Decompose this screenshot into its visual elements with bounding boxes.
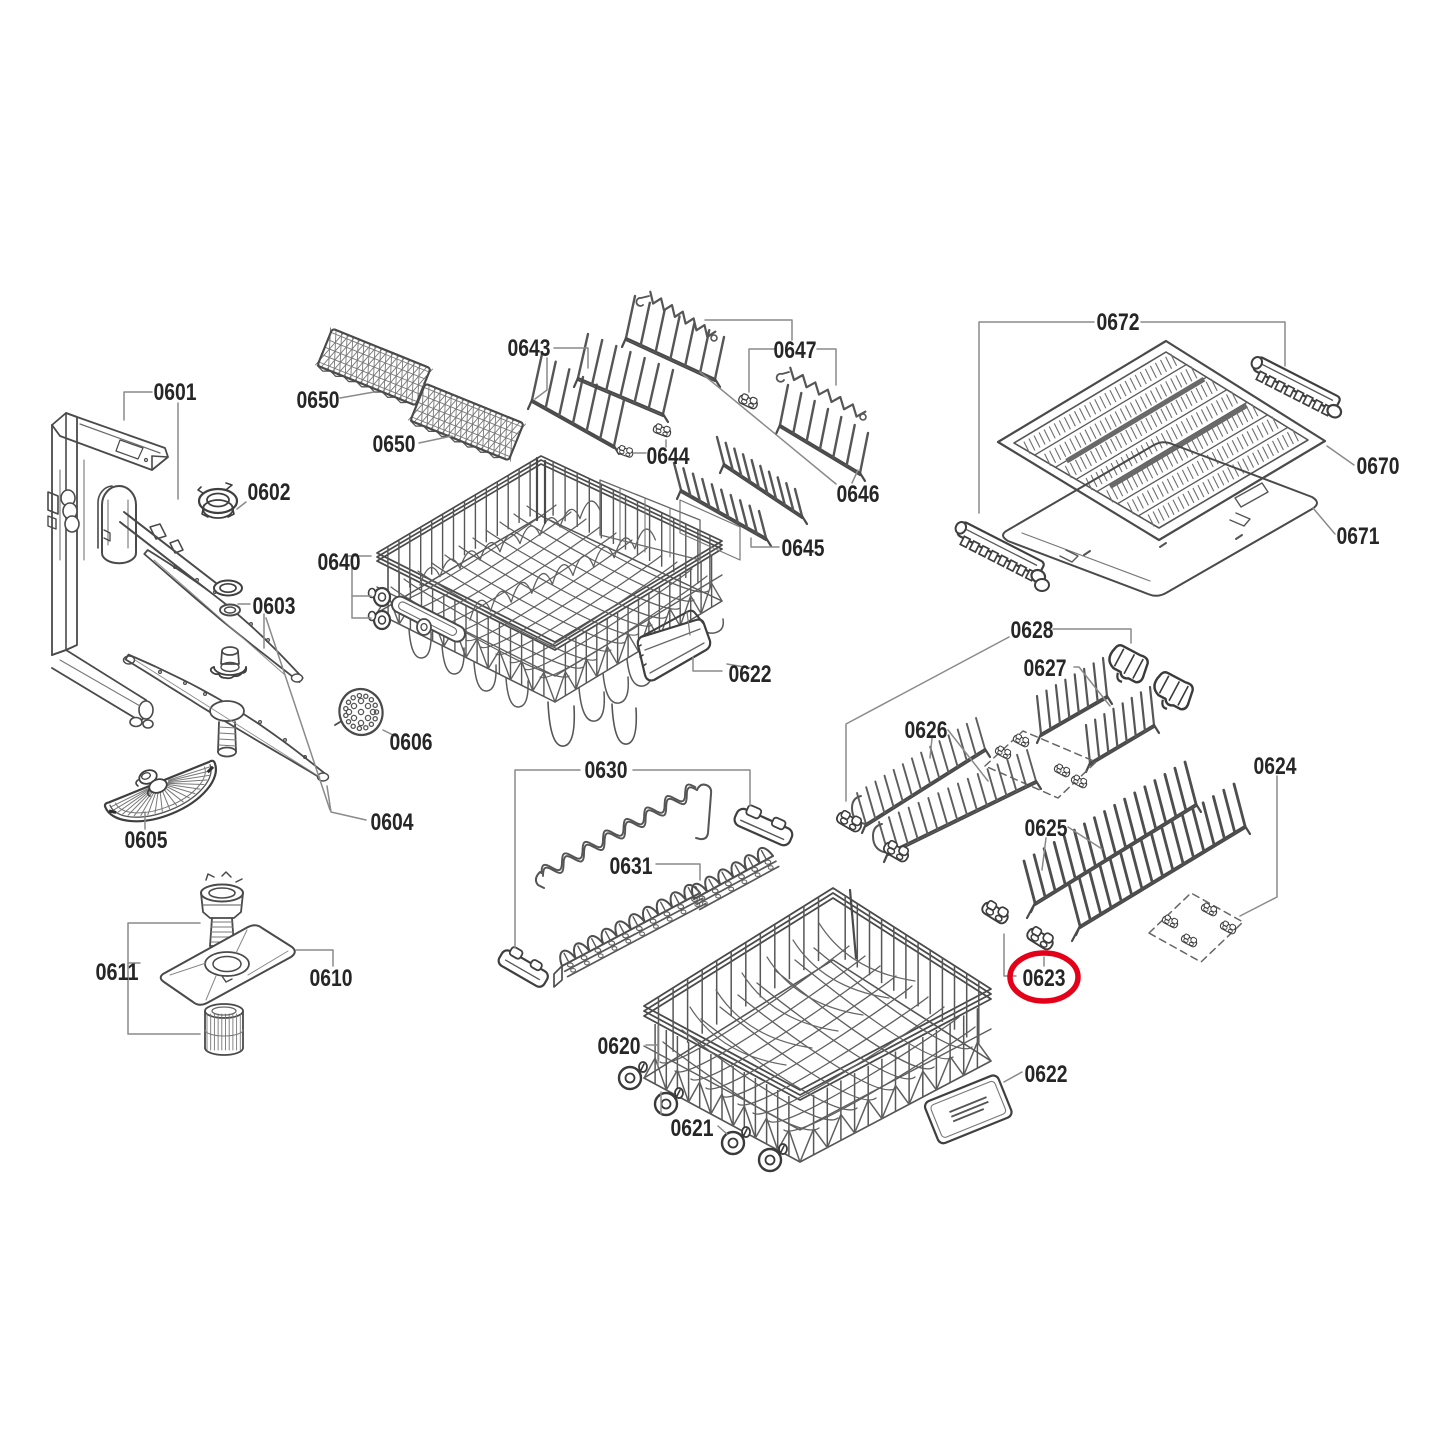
- svg-text:0622: 0622: [729, 661, 772, 688]
- svg-text:0602: 0602: [248, 479, 291, 506]
- svg-text:0620: 0620: [598, 1033, 641, 1060]
- svg-text:0611: 0611: [96, 959, 139, 986]
- svg-text:0640: 0640: [318, 549, 361, 576]
- svg-text:0624: 0624: [1254, 753, 1298, 780]
- svg-text:0625: 0625: [1025, 815, 1068, 842]
- svg-text:0623: 0623: [1023, 965, 1066, 992]
- svg-text:0672: 0672: [1097, 309, 1140, 336]
- svg-text:0645: 0645: [782, 535, 825, 562]
- svg-text:0628: 0628: [1011, 617, 1054, 644]
- svg-text:0604: 0604: [371, 809, 415, 836]
- svg-text:0647: 0647: [774, 337, 817, 364]
- svg-text:0603: 0603: [253, 593, 296, 620]
- svg-text:0644: 0644: [647, 443, 691, 470]
- svg-text:0627: 0627: [1024, 655, 1067, 682]
- svg-text:0630: 0630: [585, 757, 628, 784]
- svg-text:0610: 0610: [310, 965, 353, 992]
- svg-text:0643: 0643: [508, 335, 551, 362]
- svg-text:0631: 0631: [610, 853, 653, 880]
- svg-text:0650: 0650: [373, 431, 416, 458]
- svg-text:0670: 0670: [1357, 453, 1400, 480]
- svg-text:0605: 0605: [125, 827, 168, 854]
- svg-text:0646: 0646: [837, 481, 880, 508]
- svg-text:0601: 0601: [154, 379, 197, 406]
- svg-text:0621: 0621: [671, 1115, 714, 1142]
- svg-text:0671: 0671: [1337, 523, 1380, 550]
- svg-text:0626: 0626: [905, 717, 948, 744]
- svg-text:0606: 0606: [390, 729, 433, 756]
- svg-text:0650: 0650: [297, 387, 340, 414]
- svg-text:0622: 0622: [1025, 1061, 1068, 1088]
